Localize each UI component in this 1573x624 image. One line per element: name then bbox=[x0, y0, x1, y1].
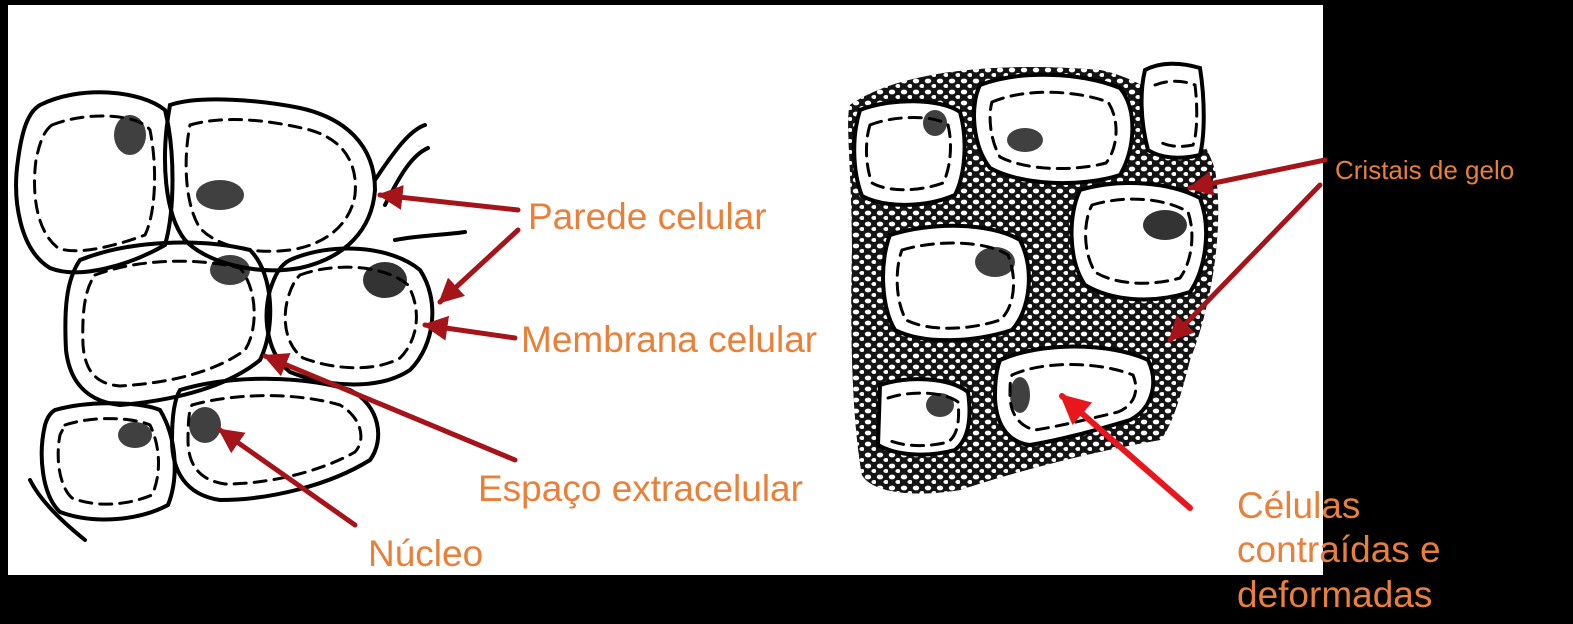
arrow-parede bbox=[380, 195, 518, 210]
arrow-parede-2 bbox=[440, 230, 518, 302]
frozen-cell-2 bbox=[974, 75, 1132, 183]
arrow-membrana bbox=[425, 325, 515, 338]
frozen-cell-4 bbox=[883, 226, 1029, 340]
frozen-cell-partial-top-right bbox=[1142, 64, 1204, 158]
cell-bottom-left bbox=[42, 403, 175, 519]
normal-cells-group bbox=[16, 92, 465, 540]
frozen-cell-6 bbox=[878, 379, 969, 454]
frozen-cell-1 bbox=[854, 101, 964, 205]
label-parede-celular: Parede celular bbox=[528, 198, 767, 235]
label-celulas-contraidas: Células contraídas e deformadas bbox=[1237, 484, 1441, 617]
label-membrana-celular: Membrana celular bbox=[521, 321, 817, 358]
arrow-espaco bbox=[265, 356, 515, 460]
label-nucleo: Núcleo bbox=[368, 535, 483, 572]
frozen-cell-3 bbox=[1072, 183, 1207, 299]
label-cristais-de-gelo: Cristais de gelo bbox=[1335, 157, 1514, 183]
label-espaco-extracelular: Espaço extracelular bbox=[478, 470, 803, 507]
